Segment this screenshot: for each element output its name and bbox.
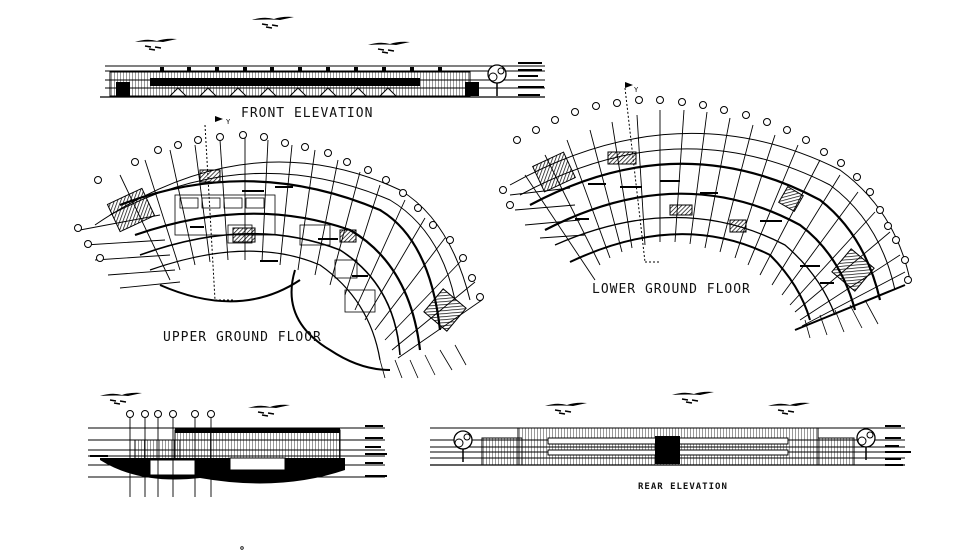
axis-y-label: Y [634,86,639,94]
bird-icon [99,392,143,405]
front-elevation [100,16,545,98]
section-view [88,392,387,497]
rear-elevation [430,391,911,466]
grid-bubbles-upper [74,131,484,301]
lower-ground-floor-title: LOWER GROUND FLOOR [592,282,751,297]
stray-mark [240,546,244,550]
front-elevation-title: FRONT ELEVATION [241,106,374,121]
rear-elevation-title: REAR ELEVATION [638,482,728,492]
bird-icon [544,402,588,415]
bird-icon [134,38,178,51]
upper-ground-floor-title: UPPER GROUND FLOOR [163,330,322,345]
building-section [174,429,341,461]
level-labels [518,62,544,96]
tree-icon [453,430,473,463]
end-block [116,82,130,96]
tree-icon [487,64,507,97]
axis-y-label: Y [226,118,231,126]
lower-ground-floor-plan [509,82,911,339]
bird-icon [247,404,291,417]
roof-band [150,78,420,86]
end-block [465,82,479,96]
bird-icon [251,16,295,29]
grid-bubbles-lower [499,96,912,284]
ground-mass [100,458,345,484]
tree-icon [856,428,876,461]
bird-icon [671,391,715,404]
bird-icon [767,402,811,415]
bird-icon [367,41,411,54]
